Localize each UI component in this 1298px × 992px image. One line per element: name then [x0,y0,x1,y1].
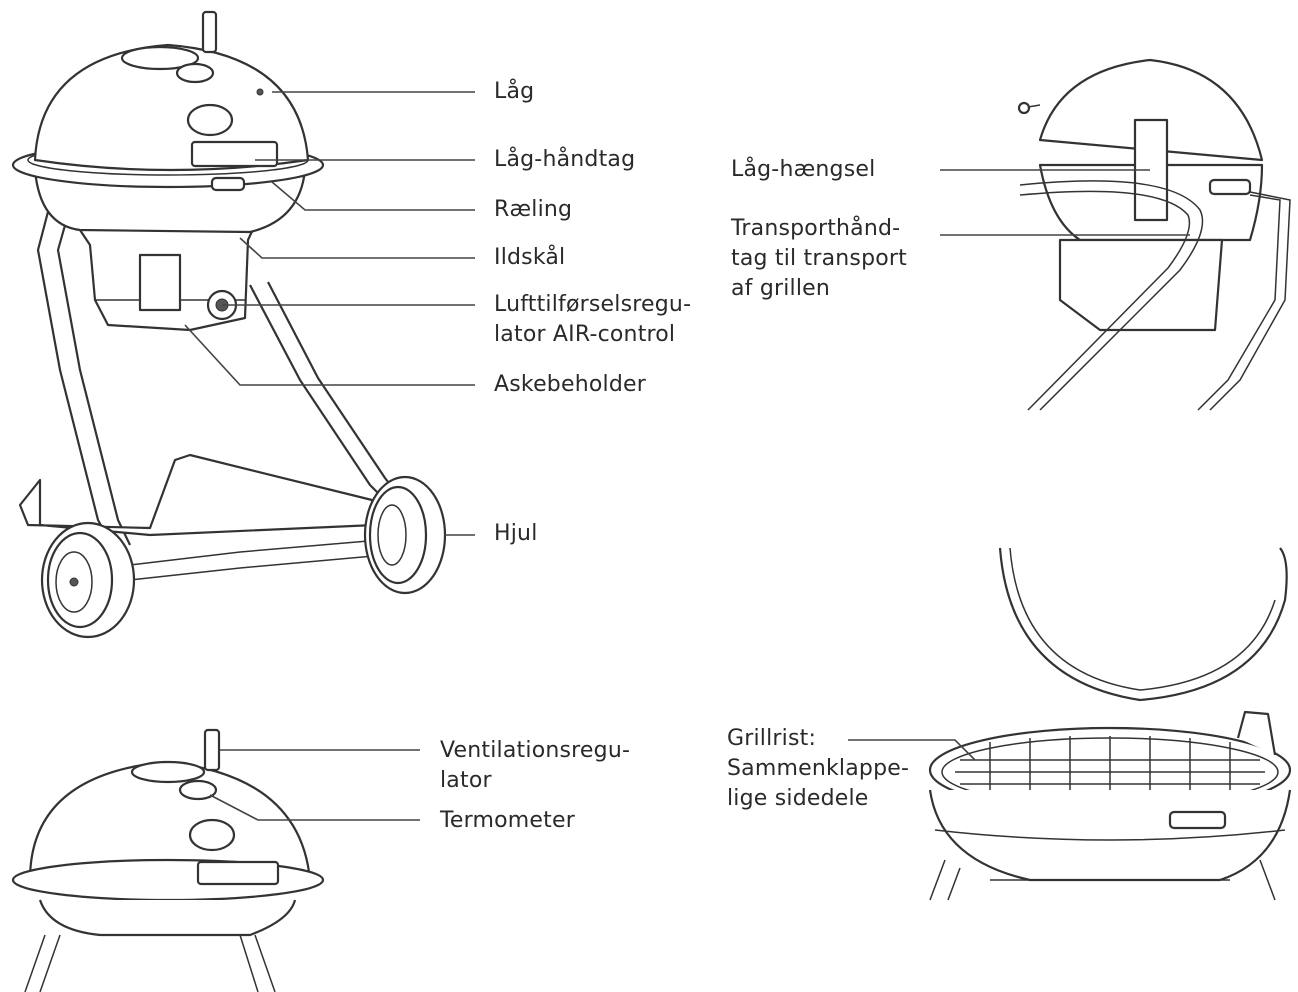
vent-plate [120,45,200,71]
left-wheel [40,521,136,639]
label-hjul: Hjul [494,521,538,546]
vent-detail-illustration [11,728,325,992]
label-lag-handtag: Låg-håndtag [494,147,636,172]
hinge-detail-illustration [1017,58,1291,411]
lid-handle [190,140,279,168]
lid [33,43,310,172]
label-ildskal: Ildskål [494,245,566,270]
label-grillrist: Grillrist:Sammenklappe-lige sidedele [727,726,910,811]
hinge-lid [1038,58,1264,162]
label-raeling: Ræling [494,197,573,222]
label-luft: Lufttilførselsregu-lator AIR-control [494,292,692,347]
transport-handle [1019,180,1204,411]
label-lag: Låg [494,79,535,104]
base-frame [18,453,377,537]
right-wheel [363,475,447,595]
leader-lines-main [184,91,475,536]
main-grill-illustration [11,10,447,639]
vent-handle-detail [203,728,221,772]
right-leg [249,284,391,506]
thermometer-detail [178,779,218,801]
label-lag-haengsel: Låg-hængsel [731,157,876,182]
grate-bars [955,736,1265,808]
vent-plate-detail [130,760,206,784]
leader-lines-grate [848,739,976,761]
logo-badge [186,103,234,137]
label-ventilation: Ventilationsregu-lator [440,738,631,793]
label-askebeholder: Askebeholder [494,372,646,397]
label-termometer: Termometer [440,808,575,833]
bracket [138,253,182,312]
vent-handle [201,10,218,54]
leader-lines-hinge [940,169,1190,236]
open-lid [998,547,1288,702]
leader-lines-vent [209,749,420,821]
grate-detail-illustration [928,547,1292,901]
thermometer [175,62,215,84]
